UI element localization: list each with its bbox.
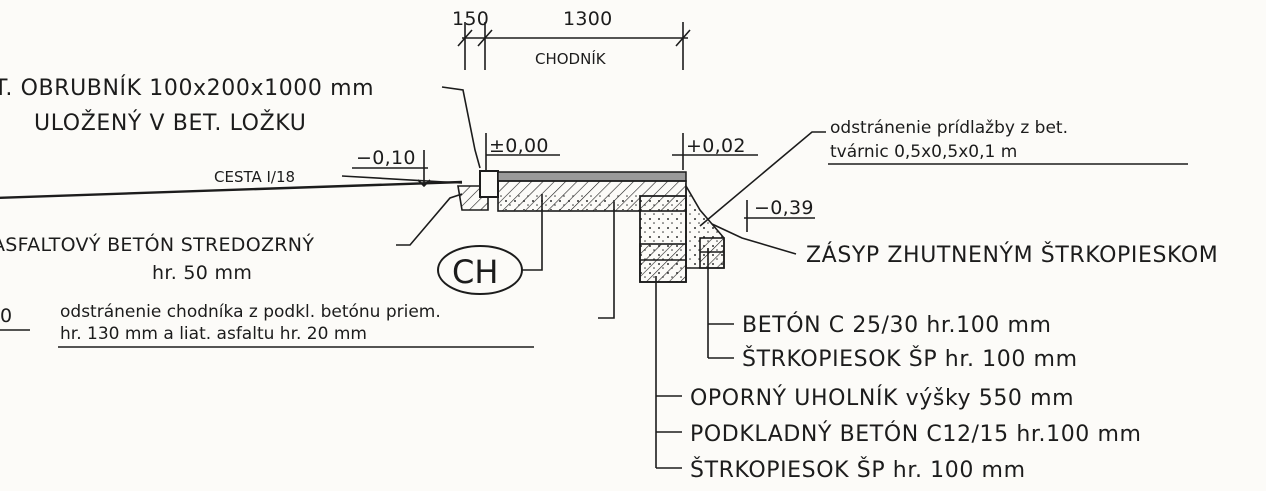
curb-label-line1: T. OBRUBNÍK 100x200x1000 mm	[0, 75, 374, 101]
layer-callouts: BETÓN C 25/30 hr.100 mm ŠTRKOPIESOK ŠP h…	[655, 248, 1142, 483]
asphalt-label-line1: ASFALTOVÝ BETÓN STREDOZRNÝ	[0, 232, 314, 256]
structure-section	[457, 170, 725, 283]
sidewalk-label: CHODNÍK	[535, 49, 607, 68]
removal-paving-line1: odstránenie prídlažby z bet.	[830, 118, 1068, 138]
removal-sidewalk-line1: odstránenie chodníka z podkl. betónu pri…	[60, 302, 441, 322]
dimension-chain: 150 1300 CHODNÍK	[452, 8, 691, 70]
base-concrete	[639, 243, 687, 283]
gravel2-label: ŠTRKOPIESOK ŠP hr. 100 mm	[690, 457, 1026, 483]
concrete-label: BETÓN C 25/30 hr.100 mm	[742, 312, 1052, 338]
angle-wall-label: OPORNÝ UHOLNÍK výšky 550 mm	[690, 385, 1074, 411]
removal-paving-callout: odstránenie prídlažby z bet. tvárnic 0,5…	[699, 118, 1188, 227]
road-name: CESTA I/18	[214, 168, 295, 186]
backfill-label: ZÁSYP ZHUTNENÝM ŠTRKOPIESKOM	[806, 242, 1218, 268]
sidewalk-surface	[497, 171, 687, 182]
base-concrete-label: PODKLADNÝ BETÓN C12/15 hr.100 mm	[690, 421, 1142, 447]
elevation-right: +0,02	[686, 135, 746, 157]
removal-sidewalk-line2: hr. 130 mm a liat. asfaltu hr. 20 mm	[60, 324, 367, 344]
curb-label-line2: ULOŽENÝ V BET. LOŽKU	[34, 110, 306, 136]
dim-curb-width: 150	[452, 8, 489, 30]
section-mark: CH	[437, 194, 543, 295]
section-mark-label: CH	[452, 253, 498, 291]
elevation-toe: −0,39	[754, 197, 814, 219]
elevation-road: −0,10	[356, 147, 416, 169]
removal-sidewalk-callout: 0 odstránenie chodníka z podkl. betónu p…	[0, 202, 615, 348]
backfill-callout: ZÁSYP ZHUTNENÝM ŠTRKOPIESKOM	[711, 223, 1218, 268]
elevation-marks: ±0,00 +0,02 −0,10 −0,39	[352, 133, 815, 232]
gravel1-label: ŠTRKOPIESOK ŠP hr. 100 mm	[742, 346, 1078, 372]
curb-stone	[479, 170, 499, 198]
dim-sidewalk-width: 1300	[563, 8, 613, 30]
road-surface: CESTA I/18	[0, 168, 463, 200]
left-cut-digit: 0	[0, 305, 12, 327]
paving-block	[699, 237, 725, 269]
asphalt-callout: ASFALTOVÝ BETÓN STREDOZRNÝ hr. 50 mm	[0, 193, 463, 284]
removal-paving-line2: tvárnic 0,5x0,5x0,1 m	[830, 142, 1017, 162]
asphalt-label-line2: hr. 50 mm	[152, 262, 252, 284]
curb-callout: T. OBRUBNÍK 100x200x1000 mm ULOŽENÝ V BE…	[0, 75, 481, 169]
elevation-left: ±0,00	[489, 135, 549, 157]
